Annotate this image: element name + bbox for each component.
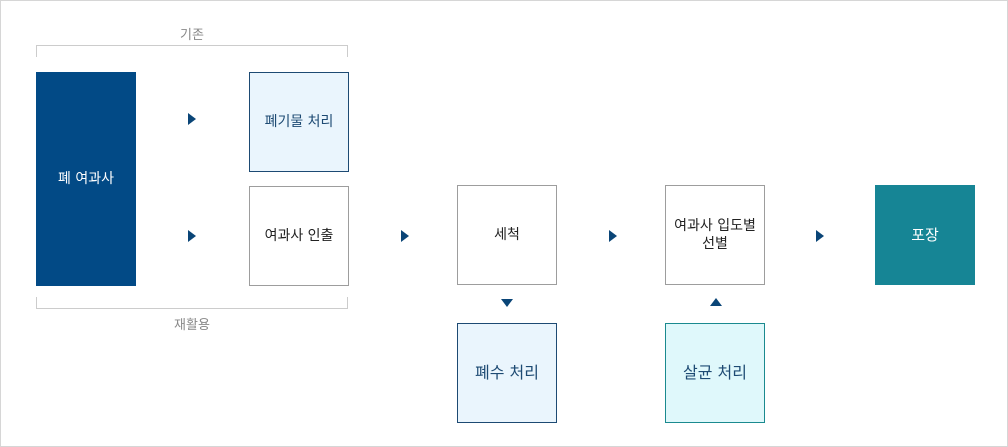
arrow-right-icon — [816, 230, 824, 242]
arrow-up-icon — [710, 298, 722, 306]
existing-caption: 기존 — [180, 28, 204, 43]
recycle-caption: 재활용 — [174, 318, 210, 333]
arrow-right-icon — [188, 230, 196, 242]
arrow-right-icon — [188, 113, 196, 125]
node-waste-disposal: 폐기물 처리 — [249, 72, 349, 172]
node-filter-extraction: 여과사 인출 — [249, 186, 349, 286]
node-waste-filter-label: 폐 여과사 — [58, 171, 114, 187]
node-washing-label: 세척 — [494, 227, 520, 243]
arrow-right-icon — [401, 230, 409, 242]
node-waste-filter: 폐 여과사 — [36, 72, 136, 286]
node-sorting: 여과사 입도별 선별 — [665, 185, 765, 285]
node-filter-extraction-label: 여과사 인출 — [264, 228, 334, 244]
node-sorting-label: 여과사 입도별 선별 — [674, 218, 756, 252]
recycle-bracket — [36, 297, 348, 309]
node-waste-disposal-label: 폐기물 처리 — [264, 114, 334, 130]
node-wastewater-label: 폐수 처리 — [475, 363, 539, 382]
node-washing: 세척 — [457, 185, 557, 285]
node-wastewater: 폐수 처리 — [457, 323, 557, 423]
node-packing-label: 포장 — [911, 226, 939, 244]
existing-bracket — [36, 45, 348, 57]
arrow-right-icon — [609, 230, 617, 242]
node-packing: 포장 — [875, 185, 975, 285]
node-sterilization: 살균 처리 — [665, 323, 765, 423]
arrow-down-icon — [501, 299, 513, 307]
node-sterilization-label: 살균 처리 — [683, 363, 747, 382]
